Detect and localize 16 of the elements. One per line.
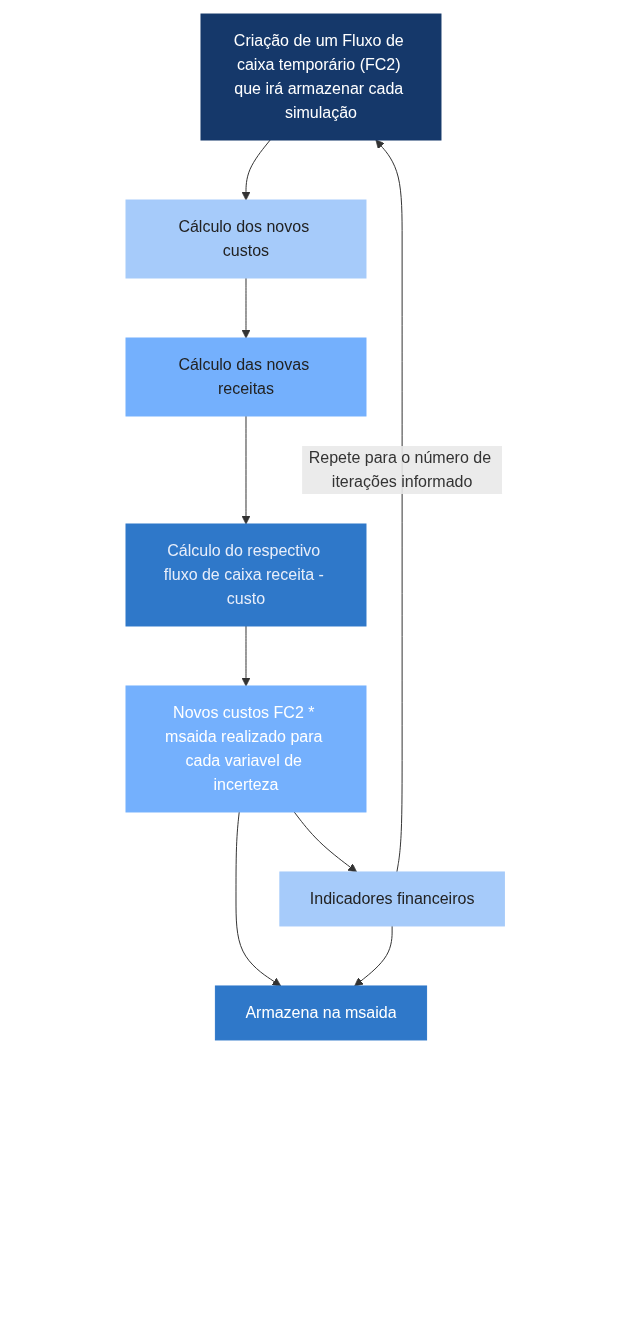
node-box: Cálculo do respectivo fluxo de caixa receita - custo bbox=[125, 523, 367, 627]
node-box: Indicadores financeiros bbox=[279, 871, 505, 927]
arrow bbox=[235, 811, 281, 987]
node-box: Cálculo das novas receitas bbox=[125, 337, 367, 417]
arrow bbox=[241, 625, 251, 687]
arrow bbox=[375, 139, 403, 873]
node-box: Armazena na msaida bbox=[214, 985, 427, 1041]
node-box: Cálculo dos novos custos bbox=[125, 199, 367, 279]
arrow bbox=[241, 415, 251, 525]
arrow bbox=[354, 925, 393, 987]
arrow bbox=[293, 811, 357, 873]
arrow bbox=[241, 139, 271, 201]
arrow bbox=[241, 277, 251, 339]
edge-label: Repete para o número de iterações informado bbox=[308, 449, 491, 490]
node-box: Criação de um Fluxo de caixa temporário (FC2) que irá armazenar cada simulação bbox=[200, 13, 442, 141]
node-box: Novos custos FC2 * msaida realizado para cada variavel de incerteza bbox=[125, 685, 367, 813]
